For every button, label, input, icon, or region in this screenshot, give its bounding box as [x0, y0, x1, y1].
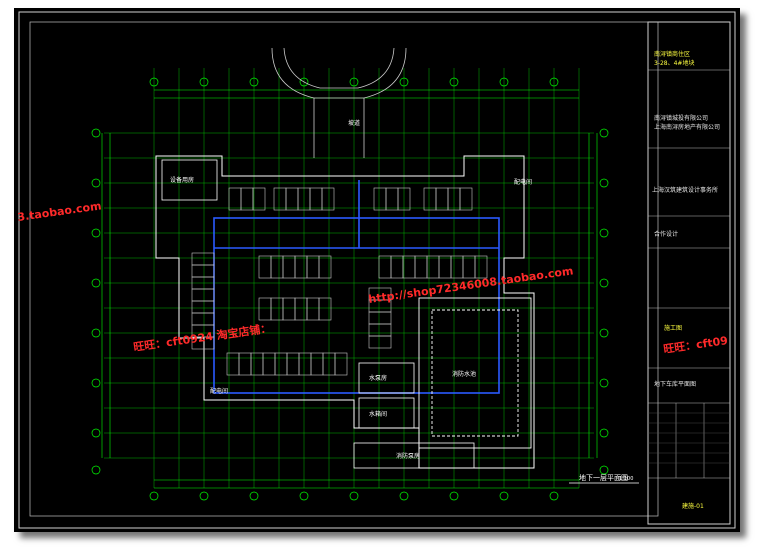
plan-scale: 1:100 [619, 476, 633, 482]
watermark-left: 3.taobao.com [17, 199, 103, 224]
watermark-url: http://shop72346008.taobao.com [368, 264, 574, 306]
ramp-label: 坡道 [348, 119, 360, 127]
fire-pool-outline [418, 297, 532, 449]
project-name: 南浔镇商住区 [654, 50, 690, 58]
equipment-room-label: 设备用房 [170, 176, 194, 184]
fire-pump-room-outline [353, 442, 475, 469]
dimension-lines [101, 89, 598, 489]
watermark-right: 旺旺：cft09 [663, 334, 729, 356]
water-pump-room-label: 水泵房 [369, 374, 387, 382]
cooperation: 合作设计 [654, 230, 678, 238]
cad-drawing-frame: 南浔镇商住区 3-28、4#地块 南浔镇城投有限公司 上海南浔房地产有限公司 上… [14, 8, 740, 532]
fire-pump-room-label: 消防泵房 [396, 452, 420, 460]
equipment-room-outline [161, 159, 218, 201]
drawing-no: 建施-01 [682, 502, 704, 510]
unit-2: 上海南浔房地产有限公司 [654, 123, 720, 131]
stage: 施工图 [664, 324, 682, 332]
drawing-border [29, 21, 659, 517]
power-room-label: 配电间 [514, 178, 532, 186]
fire-pool-label: 消防水池 [452, 370, 476, 378]
parking-stalls [191, 187, 488, 376]
water-tank-room-outline [358, 397, 415, 429]
title-block: 南浔镇商住区 3-28、4#地块 南浔镇城投有限公司 上海南浔房地产有限公司 上… [647, 21, 731, 525]
project-sub: 3-28、4#地块 [654, 59, 694, 67]
unit-1: 南浔镇城投有限公司 [654, 114, 708, 122]
entrance-ramp [271, 47, 407, 158]
sheet-border [18, 11, 736, 529]
building-outline [155, 155, 535, 469]
designer: 上海汉筑建筑设计事务所 [652, 186, 718, 194]
drawing-name: 地下车库平面图 [654, 380, 696, 388]
plan-title: 地下一层平面图 [579, 473, 628, 482]
cad-drawing: 南浔镇商住区 3-28、4#地块 南浔镇城投有限公司 上海南浔房地产有限公司 上… [17, 11, 736, 529]
main-power-label: 配电间 [210, 387, 228, 395]
axis-bubbles [91, 77, 609, 501]
water-tank-room-label: 水箱间 [369, 410, 387, 418]
water-pump-room-outline [358, 362, 415, 394]
